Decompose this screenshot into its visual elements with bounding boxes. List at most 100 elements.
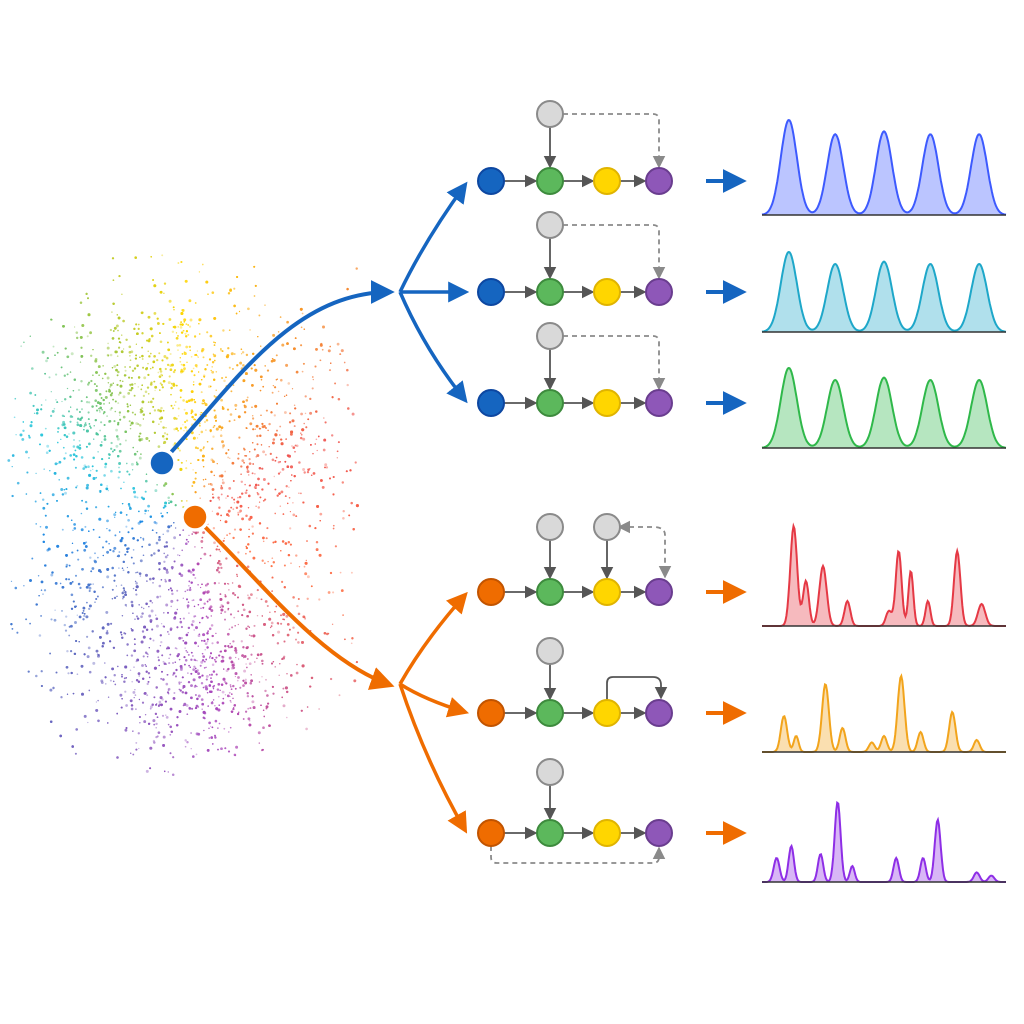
cloud-dot bbox=[206, 591, 209, 594]
cloud-dot bbox=[134, 618, 136, 620]
cloud-dot bbox=[327, 349, 331, 353]
cloud-dot bbox=[184, 745, 187, 748]
cloud-dot bbox=[147, 392, 150, 395]
cloud-dot bbox=[235, 506, 239, 509]
cloud-dot bbox=[96, 385, 98, 387]
cloud-dot bbox=[179, 323, 182, 326]
cloud-dot bbox=[249, 681, 253, 685]
cloud-dot bbox=[181, 549, 183, 552]
cloud-dot bbox=[225, 682, 228, 685]
cloud-dot bbox=[278, 674, 280, 677]
cloud-dot bbox=[197, 371, 200, 373]
cloud-dot bbox=[315, 548, 319, 552]
cloud-dot bbox=[94, 552, 96, 555]
cloud-dot bbox=[172, 756, 175, 759]
cloud-dot bbox=[242, 364, 245, 367]
cloud-dot bbox=[157, 659, 160, 662]
cloud-dot bbox=[164, 580, 167, 583]
cloud-dot bbox=[336, 450, 339, 453]
cloud-dot bbox=[228, 646, 230, 649]
cloud-dot bbox=[29, 622, 31, 625]
cloud-dot bbox=[209, 554, 212, 557]
cloud-dot bbox=[129, 355, 131, 357]
cloud-dot bbox=[309, 397, 312, 400]
cloud-dot bbox=[182, 597, 184, 599]
cloud-dot bbox=[262, 726, 265, 729]
cloud-dot bbox=[117, 329, 119, 332]
cloud-dot bbox=[112, 646, 116, 649]
cloud-dot bbox=[85, 486, 89, 490]
cloud-dot bbox=[256, 653, 260, 657]
cloud-dot bbox=[66, 355, 70, 359]
cloud-dot bbox=[226, 601, 230, 605]
cloud-dot bbox=[109, 640, 112, 643]
cloud-dot bbox=[339, 353, 342, 356]
cloud-dot bbox=[262, 499, 265, 502]
cloud-dot bbox=[116, 665, 119, 668]
cloud-dot bbox=[87, 646, 91, 650]
cloud-dot bbox=[302, 468, 306, 471]
cloud-dot bbox=[170, 393, 172, 396]
cloud-dot bbox=[194, 641, 197, 645]
cloud-dot bbox=[240, 473, 242, 476]
cloud-dot bbox=[172, 407, 174, 410]
cloud-dot bbox=[111, 450, 114, 453]
cloud-dot bbox=[169, 733, 172, 736]
cloud-dot bbox=[262, 726, 265, 729]
cloud-dot bbox=[141, 612, 144, 615]
cloud-dot bbox=[11, 494, 14, 498]
cloud-dot bbox=[215, 707, 219, 711]
cloud-dot bbox=[82, 541, 86, 545]
cloud-dot bbox=[137, 386, 140, 388]
cloud-dot bbox=[177, 447, 180, 450]
cloud-dot bbox=[201, 263, 204, 266]
cloud-dot bbox=[179, 326, 183, 329]
cloud-dot bbox=[107, 696, 110, 698]
cloud-dot bbox=[42, 593, 44, 595]
cloud-dot bbox=[228, 329, 231, 332]
cloud-dot bbox=[194, 694, 197, 696]
cloud-dot bbox=[207, 705, 209, 707]
cloud-dot bbox=[252, 417, 255, 420]
cloud-dot bbox=[93, 590, 96, 593]
cloud-dot bbox=[13, 416, 16, 419]
cloud-dot bbox=[187, 680, 191, 684]
cloud-dot bbox=[230, 390, 233, 393]
cloud-dot bbox=[218, 499, 220, 501]
cloud-dot bbox=[132, 562, 135, 565]
cloud-dot bbox=[119, 414, 121, 416]
cloud-dot bbox=[227, 509, 231, 513]
cloud-dot bbox=[314, 365, 317, 368]
cloud-dot bbox=[124, 665, 128, 669]
cloud-dot bbox=[89, 425, 92, 428]
cloud-dot bbox=[121, 567, 124, 569]
cloud-dot bbox=[149, 746, 153, 750]
cloud-dot bbox=[160, 383, 163, 386]
cloud-dot bbox=[185, 542, 188, 545]
cloud-dot bbox=[162, 380, 166, 383]
cloud-dot bbox=[126, 462, 128, 465]
cloud-dot bbox=[205, 419, 209, 422]
cloud-dot bbox=[89, 425, 92, 428]
cloud-dot bbox=[199, 664, 202, 667]
cloud-dot bbox=[297, 612, 301, 616]
cloud-dot bbox=[262, 540, 265, 543]
cloud-dot bbox=[153, 311, 157, 315]
cloud-dot bbox=[218, 548, 220, 551]
cloud-dot bbox=[159, 290, 163, 294]
cloud-dot bbox=[227, 583, 230, 585]
cloud-dot bbox=[106, 519, 109, 523]
cloud-dot bbox=[249, 550, 252, 553]
cloud-dot bbox=[222, 702, 224, 705]
cloud-dot bbox=[271, 685, 274, 688]
cloud-dot bbox=[50, 573, 54, 577]
cloud-dot bbox=[135, 354, 138, 357]
cloud-dot bbox=[70, 519, 73, 522]
cloud-dot bbox=[83, 425, 86, 428]
cloud-dot bbox=[280, 378, 283, 382]
cloud-dot bbox=[170, 589, 173, 592]
cloud-dot bbox=[244, 483, 246, 486]
cloud-dot bbox=[69, 420, 72, 423]
cloud-dot bbox=[170, 382, 173, 385]
